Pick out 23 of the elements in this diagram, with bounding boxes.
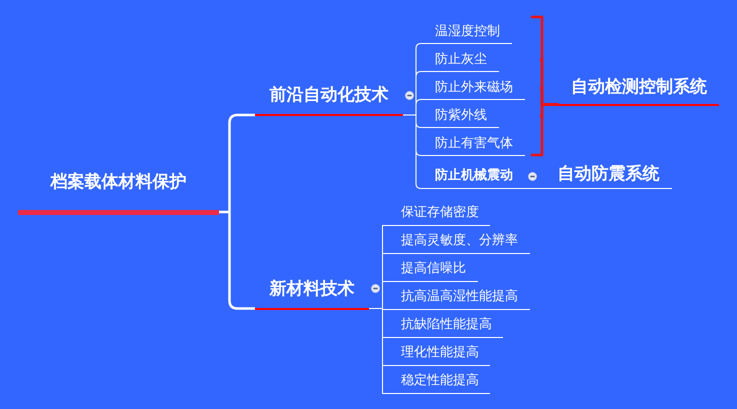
topic-label: 温湿度控制 <box>435 23 500 41</box>
topic-label: 抗缺陷性能提高 <box>401 316 492 334</box>
topic-label: 提高灵敏度、分辨率 <box>401 232 518 250</box>
summary-bracket <box>531 103 559 156</box>
topic-label: 自动防震系统 <box>558 162 660 186</box>
topic-label: 防止灰尘 <box>435 51 487 69</box>
topic-label: 防止有害气体 <box>435 135 513 153</box>
topic-label: 新材料技术 <box>270 278 354 300</box>
topic-label: 稳定性能提高 <box>401 372 479 390</box>
topic-label: 防止机械震动 <box>435 167 513 185</box>
topic-label: 理化性能提高 <box>401 344 479 362</box>
connector-line <box>402 43 426 189</box>
topic-label: 提高信噪比 <box>401 260 466 278</box>
topic-label: 前沿自动化技术 <box>270 84 388 106</box>
topic-label: 档案载体材料保护 <box>50 170 186 194</box>
connector-line <box>520 188 546 189</box>
connector-line <box>368 225 390 394</box>
connector-line <box>218 114 256 310</box>
topic-label: 防止外来磁场 <box>435 79 513 97</box>
topic-label: 抗高温高湿性能提高 <box>401 288 518 306</box>
topic-label: 防紫外线 <box>435 107 487 125</box>
topic-label: 保证存储密度 <box>401 204 479 222</box>
topic-label: 自动检测控制系统 <box>571 76 707 98</box>
